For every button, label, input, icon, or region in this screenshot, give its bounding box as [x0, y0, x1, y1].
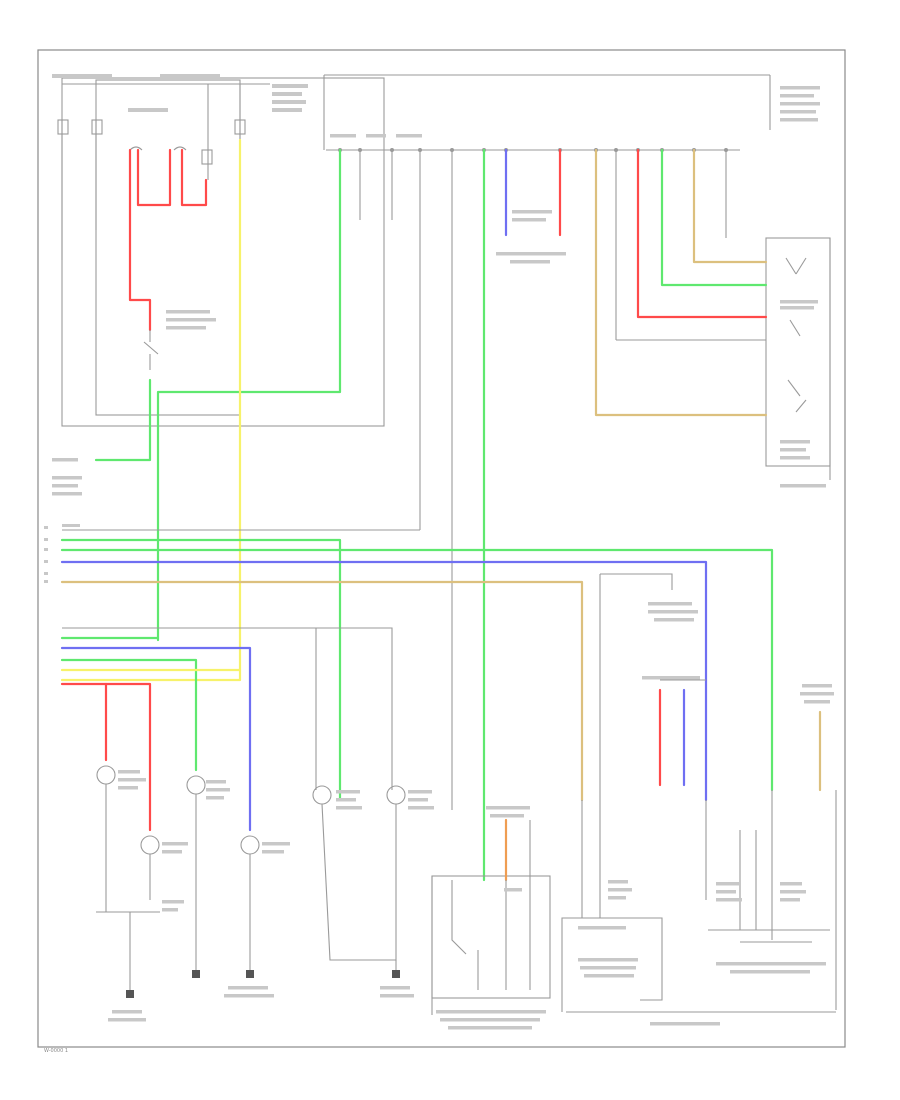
- wire-red-relay-loop: [136, 148, 172, 207]
- under-dash-fuse-box-outline: [61, 77, 385, 427]
- wire-green-to-bus: [156, 148, 342, 642]
- page-code: W-0000 1: [44, 1048, 68, 1054]
- lamp-icon: [240, 835, 260, 855]
- bus-blue: [60, 560, 708, 802]
- fuse-relay-box: [52, 74, 385, 427]
- wire-tan-switch-2: [594, 148, 768, 417]
- bus-tan: [60, 580, 584, 802]
- lower-blue: [60, 646, 252, 832]
- ground-icon: [392, 970, 400, 978]
- combination-switch-outline: [765, 237, 831, 467]
- wire-yellow-long: [60, 138, 242, 682]
- control-unit-section: [431, 806, 551, 1030]
- wire-red-relay-loop-2: [180, 148, 208, 207]
- lamp-labels: [52, 458, 434, 1022]
- bus-green-1: [60, 538, 342, 802]
- brake-pedal-switch-icon: [143, 330, 159, 370]
- fuse-icon: [201, 149, 213, 165]
- lower-green-2: [60, 658, 198, 772]
- lamp-icon: [96, 765, 116, 785]
- ground-icons: [126, 970, 400, 998]
- diagram-frame: [37, 49, 846, 1048]
- wire-red-switch: [636, 148, 768, 319]
- ground-icon: [126, 990, 134, 998]
- switch-contacts-icon: [785, 257, 807, 413]
- lamp-icon: [186, 775, 206, 795]
- control-unit-outline: [431, 875, 551, 999]
- lamp-icon: [312, 785, 332, 805]
- wire-red-relay: [128, 148, 152, 332]
- bus-labels: [44, 524, 698, 622]
- fuse-element-icon: [739, 830, 757, 931]
- bus-green-2: [60, 548, 774, 792]
- lamp-icon: [386, 785, 406, 805]
- fuse-icon: [57, 119, 69, 135]
- ground-icon: [246, 970, 254, 978]
- control-unit-labels: [436, 806, 546, 1030]
- lower-red: [60, 682, 152, 832]
- fuse-icon: [234, 119, 246, 135]
- wire-tan-switch: [692, 148, 768, 264]
- ground-icon: [192, 970, 200, 978]
- top-connector-row: [60, 74, 831, 882]
- lamp-section: [52, 458, 434, 1022]
- lamp-icon: [140, 835, 160, 855]
- right-module-labels: [578, 676, 834, 1026]
- relay-coil-icon: [129, 146, 187, 151]
- signal-bus: [44, 524, 774, 802]
- fuse-icon: [91, 119, 103, 135]
- right-modules-section: [561, 676, 837, 1026]
- switch-contact-icon: [451, 880, 479, 990]
- relay-box-outline: [95, 79, 241, 416]
- wire-green-brake-switch: [94, 378, 152, 462]
- wire-green-switch: [660, 148, 768, 287]
- module-outline: [561, 917, 663, 1012]
